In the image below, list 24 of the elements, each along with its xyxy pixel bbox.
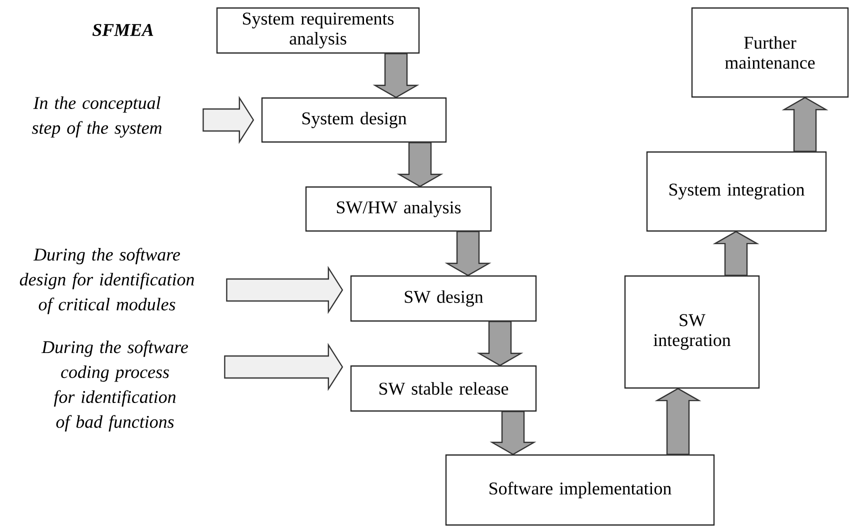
annotation-text: During the software design for identification of critical modules — [20, 248, 194, 314]
process-box: System integration — [646, 151, 827, 232]
title: SFMEA — [92, 24, 154, 36]
block-arrow — [372, 53, 420, 98]
block-arrow — [490, 410, 536, 456]
process-box: SW design — [350, 275, 537, 322]
outline-arrow — [224, 342, 344, 392]
process-box: Software implementation — [445, 454, 715, 526]
block-arrow — [444, 230, 492, 276]
process-box: System design — [261, 97, 447, 143]
outline-arrow — [202, 96, 254, 144]
process-box: SW stable release — [350, 365, 537, 412]
process-box: System requirements analysis — [216, 7, 420, 54]
block-arrow — [782, 96, 828, 152]
block-arrow — [396, 142, 444, 188]
process-box: Further maintenance — [691, 7, 849, 98]
process-box: SW/HW analysis — [305, 186, 492, 232]
annotation-text: During the software coding process for identification of bad functions — [41, 340, 188, 432]
outline-arrow — [226, 266, 344, 314]
annotation-text: In the conceptual step of the system — [32, 96, 162, 138]
process-box: SW integration — [624, 275, 760, 389]
block-arrow — [712, 230, 760, 276]
block-arrow — [654, 388, 702, 455]
block-arrow — [476, 320, 524, 366]
